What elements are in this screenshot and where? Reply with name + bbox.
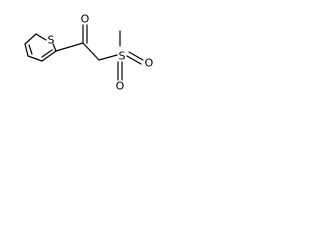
thiophene-ring — [24, 33, 57, 62]
bond-sulfonyl-oxygen-right — [126, 55, 142, 65]
bond-ch2-to-sulfonyl — [98, 54, 118, 61]
chemical-structure-diagram: O S S O O — [24, 13, 154, 93]
atom-label-thiophene-sulfur: S — [48, 34, 55, 47]
bond-ring-s1-c1 — [52, 43, 57, 52]
atom-label-sulfonyl-oxygen-right: O — [145, 57, 154, 70]
bond-ring-c2-s1 — [35, 33, 47, 41]
atom-label-sulfonyl-oxygen-bottom: O — [116, 80, 125, 93]
atom-label-carbonyl-oxygen: O — [81, 13, 90, 26]
bond-ring-c1-c5-double — [41, 49, 53, 58]
bond-ring-to-carbonyl — [55, 42, 84, 52]
bond-ring-c4-c3 — [24, 43, 29, 57]
bond-ring-c3-c2 — [24, 33, 37, 45]
bond-sulfonyl-oxygen-right-double — [128, 51, 144, 61]
bond-carbonyl-to-ch2 — [82, 42, 100, 61]
bond-ring-c5-c4 — [27, 55, 43, 62]
bond-ring-c4-c3-double — [28, 44, 33, 55]
bond-ring-c1-c5 — [41, 50, 57, 62]
atom-label-sulfonyl-sulfur: S — [119, 50, 126, 63]
